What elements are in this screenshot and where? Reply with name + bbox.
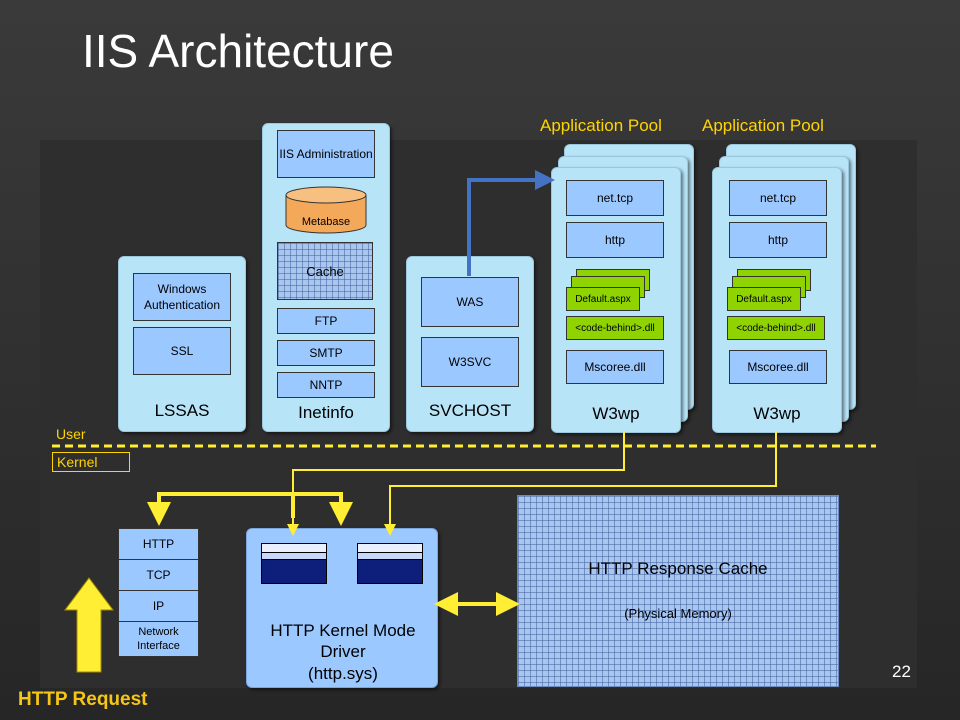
inetinfo-container: IIS Administration Metabase Cache FTP SM… [262,123,390,432]
smtp-box: SMTP [277,340,375,366]
kernel-zone-label: Kernel [52,452,130,472]
w3wp1-to-queue-arrow [287,432,625,536]
http-box-1: http [566,222,664,258]
app-pool-2-container: net.tcp http Default.aspx <code-behind>.… [712,167,842,433]
code-behind-box-1: <code-behind>.dll [566,316,664,340]
app-pool-1-container: net.tcp http Default.aspx <code-behind>.… [551,167,681,433]
page-number: 22 [892,662,911,681]
slide-title: IIS Architecture [82,25,394,77]
http-sys-subtitle: (http.sys) [308,664,378,683]
was-to-w3wp-arrow [467,170,555,276]
w3wp-title-1: W3wp [592,404,640,423]
iis-administration-box: IIS Administration [277,130,375,178]
response-cache-subtitle: (Physical Memory) [624,606,732,621]
w3wp-title-2: W3wp [753,404,801,423]
http-request-label: HTTP Request [18,689,148,710]
mscoree-box-2: Mscoree.dll [729,350,827,384]
request-queue-2 [357,543,423,584]
network-stack-tcp: TCP [118,559,199,591]
default-aspx-box-2: Default.aspx [727,287,801,311]
was-box: WAS [421,277,519,327]
w3svc-box: W3SVC [421,337,519,387]
http-request-up-arrow [64,577,114,673]
http-sys-to-queue-arrow [291,492,353,526]
nettcp-box-2: net.tcp [729,180,827,216]
request-queue-1 [261,543,327,584]
user-zone-label: User [56,426,86,442]
svchost-container: WAS W3SVC SVCHOST [406,256,534,432]
response-cache-title: HTTP Response Cache [588,559,768,578]
default-aspx-box-1: Default.aspx [566,287,640,311]
http-response-cache: HTTP Response Cache (Physical Memory) [517,495,839,687]
metabase-database-icon [285,186,367,234]
lssas-container: Windows Authentication SSL LSSAS [118,256,246,432]
mscoree-box-1: Mscoree.dll [566,350,664,384]
http-box-2: http [729,222,827,258]
cache-box: Cache [277,242,373,300]
nntp-box: NNTP [277,372,375,398]
network-stack-interface: Network Interface [118,621,199,657]
inetinfo-title: Inetinfo [298,403,354,422]
http-sys-to-network-stack-arrow [147,492,295,526]
app-pool-label-2: Application Pool [702,116,824,135]
http-sys-title: HTTP Kernel Mode Driver [270,621,416,661]
app-pool-label-1: Application Pool [540,116,662,135]
network-stack: HTTP TCP IP Network Interface [118,528,199,657]
ssl-box: SSL [133,327,231,375]
lssas-title: LSSAS [154,401,210,420]
metabase-label: Metabase [301,216,351,228]
svchost-title: SVCHOST [428,401,512,420]
nettcp-box-1: net.tcp [566,180,664,216]
w3wp2-to-queue-arrow [384,432,777,536]
code-behind-box-2: <code-behind>.dll [727,316,825,340]
windows-authentication-box: Windows Authentication [133,273,231,321]
ftp-box: FTP [277,308,375,334]
